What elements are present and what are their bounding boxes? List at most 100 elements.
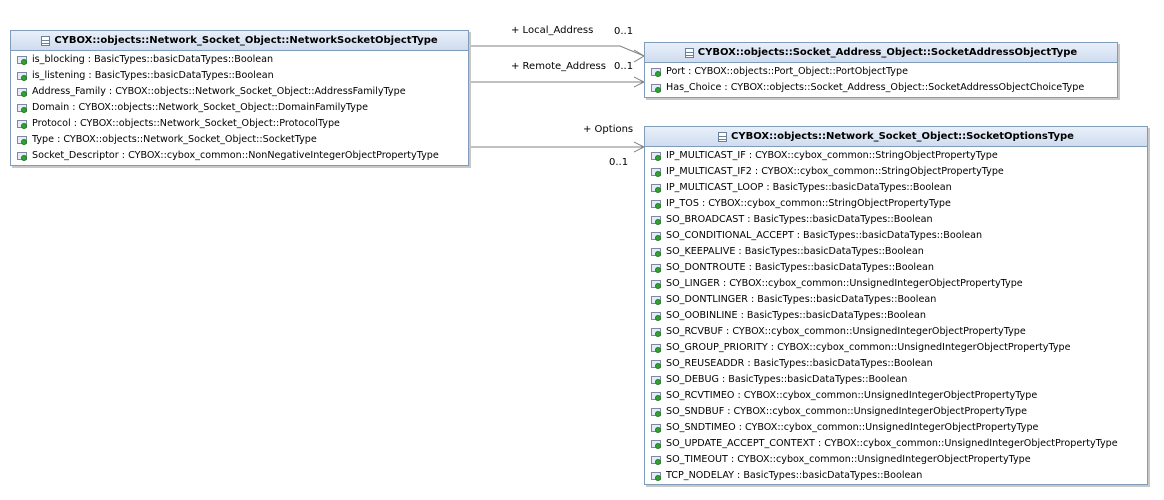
attribute-text: TCP_NODELAY : BasicTypes::basicDataTypes…	[666, 470, 923, 481]
attribute-text: SO_DONTLINGER : BasicTypes::basicDataTyp…	[666, 294, 937, 305]
attribute-row[interactable]: Socket_Descriptor : CYBOX::cybox_common:…	[11, 148, 468, 164]
attribute-text: SO_CONDITIONAL_ACCEPT : BasicTypes::basi…	[666, 230, 983, 241]
attribute-row[interactable]: is_blocking : BasicTypes::basicDataTypes…	[11, 52, 468, 68]
attribute-text: SO_TIMEOUT : CYBOX::cybox_common::Unsign…	[666, 454, 1031, 465]
attribute-row[interactable]: IP_MULTICAST_IF : CYBOX::cybox_common::S…	[645, 148, 1147, 164]
attribute-row[interactable]: SO_RCVTIMEO : CYBOX::cybox_common::Unsig…	[645, 388, 1147, 404]
local-address-link	[469, 45, 645, 57]
class-icon	[684, 47, 694, 58]
attribute-text: Socket_Descriptor : CYBOX::cybox_common:…	[32, 150, 439, 161]
attribute-row[interactable]: IP_MULTICAST_LOOP : BasicTypes::basicDat…	[645, 180, 1147, 196]
attribute-icon	[651, 83, 662, 93]
socket-address-attributes: Port : CYBOX::objects::Port_Object::Port…	[645, 63, 1117, 96]
attribute-text: Has_Choice : CYBOX::objects::Socket_Addr…	[666, 82, 1085, 93]
attribute-icon	[651, 231, 662, 241]
attribute-row[interactable]: SO_REUSEADDR : BasicTypes::basicDataType…	[645, 356, 1147, 372]
attribute-row[interactable]: SO_BROADCAST : BasicTypes::basicDataType…	[645, 212, 1147, 228]
attribute-text: SO_RCVBUF : CYBOX::cybox_common::Unsigne…	[666, 326, 1026, 337]
attribute-text: SO_KEEPALIVE : BasicTypes::basicDataType…	[666, 246, 924, 257]
attribute-row[interactable]: SO_DONTLINGER : BasicTypes::basicDataTyp…	[645, 292, 1147, 308]
socket-options-class[interactable]: CYBOX::objects::Network_Socket_Object::S…	[644, 126, 1148, 485]
attribute-text: IP_MULTICAST_IF : CYBOX::cybox_common::S…	[666, 150, 998, 161]
attribute-row[interactable]: SO_KEEPALIVE : BasicTypes::basicDataType…	[645, 244, 1147, 260]
attribute-icon	[651, 183, 662, 193]
attribute-icon	[651, 167, 662, 177]
attribute-text: SO_REUSEADDR : BasicTypes::basicDataType…	[666, 358, 933, 369]
options-multiplicity: 0..1	[609, 157, 629, 168]
class-icon	[41, 35, 51, 46]
attribute-row[interactable]: SO_LINGER : CYBOX::cybox_common::Unsigne…	[645, 276, 1147, 292]
attribute-icon	[651, 279, 662, 289]
attribute-icon	[651, 215, 662, 225]
attribute-icon	[651, 423, 662, 433]
local-address-multiplicity: 0..1	[614, 26, 634, 37]
attribute-icon	[17, 119, 28, 129]
socket-options-attributes: IP_MULTICAST_IF : CYBOX::cybox_common::S…	[645, 147, 1147, 484]
attribute-text: SO_LINGER : CYBOX::cybox_common::Unsigne…	[666, 278, 1023, 289]
remote-address-role: + Remote_Address	[511, 61, 606, 72]
attribute-text: SO_SNDTIMEO : CYBOX::cybox_common::Unsig…	[666, 422, 1039, 433]
attribute-row[interactable]: TCP_NODELAY : BasicTypes::basicDataTypes…	[645, 468, 1147, 484]
attribute-text: IP_TOS : CYBOX::cybox_common::StringObje…	[666, 198, 951, 209]
attribute-row[interactable]: SO_DONTROUTE : BasicTypes::basicDataType…	[645, 260, 1147, 276]
attribute-icon	[651, 151, 662, 161]
attribute-icon	[651, 199, 662, 209]
attribute-row[interactable]: Domain : CYBOX::objects::Network_Socket_…	[11, 100, 468, 116]
attribute-icon	[651, 407, 662, 417]
attribute-text: SO_DONTROUTE : BasicTypes::basicDataType…	[666, 262, 934, 273]
attribute-row[interactable]: is_listening : BasicTypes::basicDataType…	[11, 68, 468, 84]
attribute-text: SO_UPDATE_ACCEPT_CONTEXT : CYBOX::cybox_…	[666, 438, 1118, 449]
attribute-row[interactable]: Type : CYBOX::objects::Network_Socket_Ob…	[11, 132, 468, 148]
attribute-row[interactable]: SO_CONDITIONAL_ACCEPT : BasicTypes::basi…	[645, 228, 1147, 244]
attribute-row[interactable]: SO_GROUP_PRIORITY : CYBOX::cybox_common:…	[645, 340, 1147, 356]
socket-address-class-name: CYBOX::objects::Socket_Address_Object::S…	[697, 47, 1078, 58]
attribute-text: SO_OOBINLINE : BasicTypes::basicDataType…	[666, 310, 926, 321]
attribute-text: Type : CYBOX::objects::Network_Socket_Ob…	[32, 134, 317, 145]
options-role: + Options	[583, 124, 634, 135]
attribute-text: SO_DEBUG : BasicTypes::basicDataTypes::B…	[666, 374, 908, 385]
attribute-icon	[651, 375, 662, 385]
attribute-icon	[651, 471, 662, 481]
attribute-text: IP_MULTICAST_LOOP : BasicTypes::basicDat…	[666, 182, 952, 193]
attribute-icon	[17, 71, 28, 81]
attribute-row[interactable]: Port : CYBOX::objects::Port_Object::Port…	[645, 64, 1117, 80]
network-socket-class-header: CYBOX::objects::Network_Socket_Object::N…	[11, 31, 468, 51]
attribute-icon	[17, 87, 28, 97]
attribute-row[interactable]: SO_TIMEOUT : CYBOX::cybox_common::Unsign…	[645, 452, 1147, 468]
attribute-row[interactable]: Has_Choice : CYBOX::objects::Socket_Addr…	[645, 80, 1117, 96]
attribute-row[interactable]: SO_SNDBUF : CYBOX::cybox_common::Unsigne…	[645, 404, 1147, 420]
attribute-text: is_blocking : BasicTypes::basicDataTypes…	[32, 54, 274, 65]
attribute-text: is_listening : BasicTypes::basicDataType…	[32, 70, 274, 81]
attribute-text: Domain : CYBOX::objects::Network_Socket_…	[32, 102, 368, 113]
attribute-icon	[651, 343, 662, 353]
attribute-row[interactable]: IP_TOS : CYBOX::cybox_common::StringObje…	[645, 196, 1147, 212]
attribute-row[interactable]: IP_MULTICAST_IF2 : CYBOX::cybox_common::…	[645, 164, 1147, 180]
attribute-row[interactable]: SO_OOBINLINE : BasicTypes::basicDataType…	[645, 308, 1147, 324]
attribute-text: IP_MULTICAST_IF2 : CYBOX::cybox_common::…	[666, 166, 1004, 177]
socket-options-class-header: CYBOX::objects::Network_Socket_Object::S…	[645, 127, 1147, 147]
attribute-row[interactable]: SO_SNDTIMEO : CYBOX::cybox_common::Unsig…	[645, 420, 1147, 436]
socket-address-class[interactable]: CYBOX::objects::Socket_Address_Object::S…	[644, 42, 1118, 98]
attribute-text: SO_BROADCAST : BasicTypes::basicDataType…	[666, 214, 933, 225]
attribute-icon	[651, 295, 662, 305]
socket-options-class-name: CYBOX::objects::Network_Socket_Object::S…	[731, 131, 1074, 142]
attribute-row[interactable]: SO_RCVBUF : CYBOX::cybox_common::Unsigne…	[645, 324, 1147, 340]
network-socket-class[interactable]: CYBOX::objects::Network_Socket_Object::N…	[10, 30, 469, 166]
attribute-text: SO_GROUP_PRIORITY : CYBOX::cybox_common:…	[666, 342, 1071, 353]
attribute-icon	[651, 359, 662, 369]
attribute-icon	[17, 135, 28, 145]
attribute-row[interactable]: SO_UPDATE_ACCEPT_CONTEXT : CYBOX::cybox_…	[645, 436, 1147, 452]
network-socket-class-name: CYBOX::objects::Network_Socket_Object::N…	[54, 35, 438, 46]
attribute-row[interactable]: SO_DEBUG : BasicTypes::basicDataTypes::B…	[645, 372, 1147, 388]
attribute-text: Protocol : CYBOX::objects::Network_Socke…	[32, 118, 340, 129]
attribute-row[interactable]: Protocol : CYBOX::objects::Network_Socke…	[11, 116, 468, 132]
attribute-icon	[17, 151, 28, 161]
attribute-row[interactable]: Address_Family : CYBOX::objects::Network…	[11, 84, 468, 100]
socket-address-class-header: CYBOX::objects::Socket_Address_Object::S…	[645, 43, 1117, 63]
attribute-text: Address_Family : CYBOX::objects::Network…	[32, 86, 406, 97]
attribute-text: SO_SNDBUF : CYBOX::cybox_common::Unsigne…	[666, 406, 1027, 417]
remote-address-multiplicity: 0..1	[614, 61, 634, 72]
attribute-icon	[651, 391, 662, 401]
network-socket-attributes: is_blocking : BasicTypes::basicDataTypes…	[11, 51, 468, 164]
attribute-text: Port : CYBOX::objects::Port_Object::Port…	[666, 66, 908, 77]
